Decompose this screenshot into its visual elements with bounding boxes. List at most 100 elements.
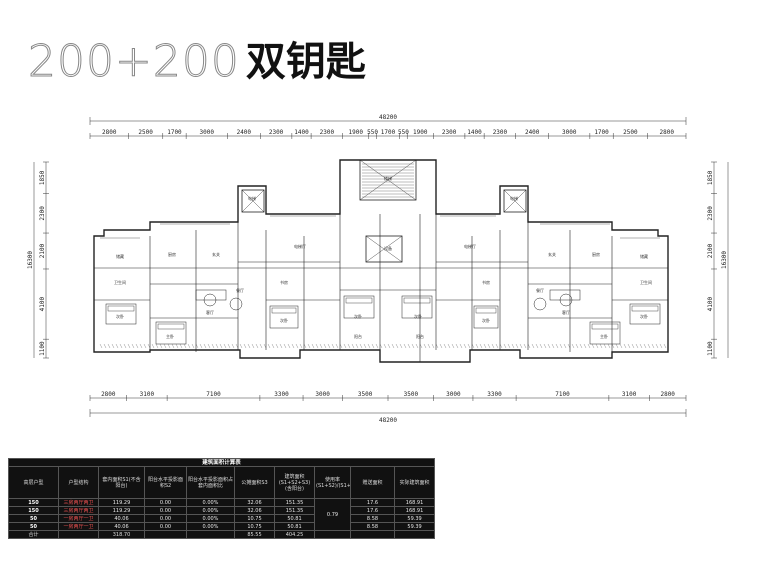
room-label: 餐厅 bbox=[236, 287, 244, 293]
balcony-hatch bbox=[355, 343, 359, 349]
room-label: 楼梯 bbox=[384, 175, 392, 181]
balcony-hatch bbox=[547, 343, 551, 349]
balcony-hatch bbox=[583, 343, 587, 349]
cell-structure: 三房两厅两卫 bbox=[58, 506, 99, 515]
balcony-hatch bbox=[467, 343, 471, 349]
balcony-hatch bbox=[499, 343, 503, 349]
room-label: 客厅 bbox=[206, 309, 214, 315]
room-label: 次卧 bbox=[116, 313, 124, 319]
balcony-hatch bbox=[219, 343, 223, 349]
balcony-hatch bbox=[379, 343, 383, 349]
balcony-hatch bbox=[383, 343, 387, 349]
cell-gift: 8.58 bbox=[350, 522, 395, 531]
bed bbox=[105, 303, 137, 325]
core-box bbox=[365, 235, 403, 263]
balcony-hatch bbox=[555, 343, 559, 349]
balcony-hatch bbox=[587, 343, 591, 349]
balcony-hatch bbox=[183, 343, 187, 349]
side-total-label: 16300 bbox=[721, 251, 728, 269]
top-dim-label: 1700 bbox=[381, 129, 396, 136]
balcony-hatch bbox=[387, 343, 391, 349]
balcony-hatch bbox=[519, 343, 523, 349]
balcony-hatch bbox=[315, 343, 319, 349]
room-label: 设备 bbox=[384, 245, 392, 251]
balcony-hatch bbox=[123, 343, 127, 349]
exterior-wall bbox=[93, 159, 669, 363]
balcony-hatch bbox=[107, 343, 111, 349]
dining-table bbox=[533, 297, 547, 311]
balcony-hatch bbox=[395, 343, 399, 349]
balcony-hatch bbox=[527, 343, 531, 349]
top-dim-label: 2400 bbox=[525, 129, 540, 136]
cell-empty bbox=[350, 530, 395, 539]
top-dim-label: 2500 bbox=[138, 129, 153, 136]
balcony-hatch bbox=[375, 343, 379, 349]
balcony-hatch bbox=[571, 343, 575, 349]
cell-ratio: 0.00% bbox=[186, 522, 235, 531]
top-dim-label: 1900 bbox=[413, 129, 428, 136]
header-cell: 赠送面积 bbox=[350, 466, 395, 499]
balcony-hatch bbox=[311, 343, 315, 349]
cell-type: 50 bbox=[8, 514, 59, 523]
balcony-hatch bbox=[283, 343, 287, 349]
core-cross bbox=[503, 189, 527, 213]
room-label: 玄关 bbox=[212, 251, 220, 257]
balcony-hatch bbox=[271, 343, 275, 349]
core-cross bbox=[241, 189, 265, 213]
balcony-hatch bbox=[115, 343, 119, 349]
balcony-hatch bbox=[227, 343, 231, 349]
balcony-hatch bbox=[479, 343, 483, 349]
balcony-hatch bbox=[411, 343, 415, 349]
balcony-hatch bbox=[407, 343, 411, 349]
dining-table bbox=[229, 297, 243, 311]
balcony-hatch bbox=[635, 343, 639, 349]
table-total-row: 合计 318.70 85.55 404.25 bbox=[8, 530, 436, 539]
balcony-hatch bbox=[455, 343, 459, 349]
balcony-hatch bbox=[487, 343, 491, 349]
balcony-hatch bbox=[423, 343, 427, 349]
room-label: 次卧 bbox=[354, 313, 362, 319]
balcony-hatch bbox=[175, 343, 179, 349]
core-box bbox=[359, 159, 417, 201]
cell-type: 50 bbox=[8, 522, 59, 531]
bed bbox=[269, 305, 299, 329]
balcony-hatch bbox=[607, 343, 611, 349]
top-dim-label: 2800 bbox=[102, 129, 117, 136]
core-box bbox=[241, 189, 265, 213]
bottom-dim-label: 2800 bbox=[101, 391, 116, 398]
balcony-hatch bbox=[367, 343, 371, 349]
left-dim-label: 2100 bbox=[39, 243, 46, 258]
table-row: 150 三房两厅两卫 119.29 0.00 0.00% 32.06 151.3… bbox=[8, 506, 436, 515]
left-dim-label: 1850 bbox=[39, 170, 46, 185]
balcony-hatch bbox=[163, 343, 167, 349]
top-dim-label: 2500 bbox=[623, 129, 638, 136]
balcony-hatch bbox=[347, 343, 351, 349]
cell-actual: 168.91 bbox=[393, 498, 436, 507]
left-dim-label: 2300 bbox=[39, 206, 46, 221]
balcony-hatch bbox=[483, 343, 487, 349]
balcony-hatch bbox=[127, 343, 131, 349]
overall-top-label: 48200 bbox=[379, 114, 397, 121]
room-label: 厨房 bbox=[592, 251, 600, 257]
cell-total: 50.81 bbox=[274, 514, 315, 523]
cell-s3: 10.75 bbox=[234, 522, 275, 531]
sofa bbox=[549, 289, 581, 301]
balcony-hatch bbox=[299, 343, 303, 349]
room-label: 电梯厅 bbox=[464, 243, 476, 249]
balcony-hatch bbox=[331, 343, 335, 349]
cell-empty bbox=[314, 530, 351, 539]
room-label: 阳台 bbox=[354, 333, 362, 339]
balcony-hatch bbox=[427, 343, 431, 349]
cell-empty bbox=[58, 530, 99, 539]
balcony-hatch bbox=[119, 343, 123, 349]
pillow bbox=[345, 297, 373, 304]
header-cell: 套内面积S1(不含阳台) bbox=[98, 466, 145, 499]
balcony-hatch bbox=[203, 343, 207, 349]
balcony-hatch bbox=[275, 343, 279, 349]
cell-empty bbox=[144, 530, 187, 539]
building-outline bbox=[93, 159, 669, 363]
balcony-hatch bbox=[143, 343, 147, 349]
cell-total-s1: 318.70 bbox=[98, 530, 145, 539]
header-cell: 实际建筑面积 bbox=[393, 466, 436, 499]
room-label: 书房 bbox=[280, 279, 288, 285]
